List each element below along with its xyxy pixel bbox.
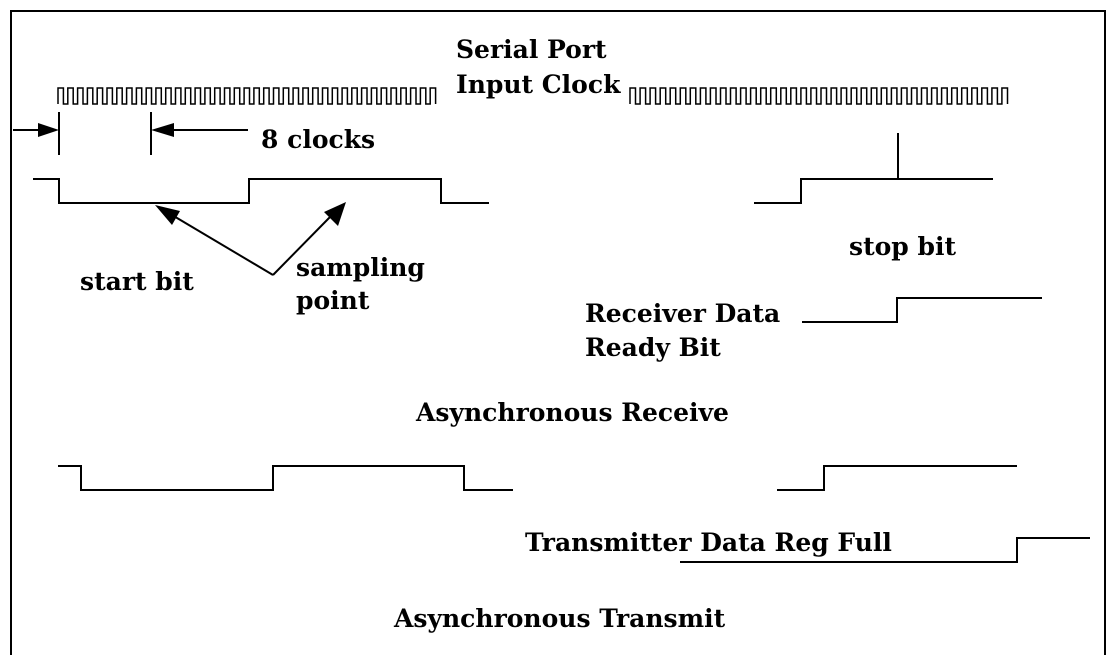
transmitter-full-label: Transmitter Data Reg Full [525,528,892,557]
eight-clocks-arrow-head [151,123,174,137]
transmit-title: Asynchronous Transmit [394,604,726,633]
clock-train-right [629,87,1009,105]
sampling-label-line1: sampling [296,253,425,282]
sampling-label-line2: point [296,286,370,315]
clock-train-right-pulses [629,87,1009,105]
receive-title: Asynchronous Receive [416,398,729,427]
clock-train-left-pulses [57,87,437,105]
sampling-arrow-left-head [155,205,180,225]
sampling-arrow-right-head [324,202,346,226]
receiver-ready-label-line2: Ready Bit [585,333,721,362]
receiver-ready-wave [802,297,1042,323]
receive-data-wave [33,178,489,204]
receiver-ready-label-line1: Receiver Data [585,299,781,328]
eight-clocks-label: 8 clocks [261,125,376,154]
transmit-data-wave [58,465,513,491]
clock-label-line2: Input Clock [456,70,621,99]
stop-bit-label: stop bit [849,232,957,261]
sampling-arrow-right-shaft [272,216,331,276]
clock-label-line1: Serial Port [456,35,607,64]
sampling-arrow-left-shaft [171,214,274,276]
start-bit-label: start bit [80,267,194,296]
transmitter-full-wave [680,537,1090,563]
left-arrow-head [38,123,59,137]
clock-train-left [57,87,437,105]
receive-stop-wave [754,178,993,204]
diagram-frame [10,10,1106,655]
transmit-stop-wave [777,465,1017,491]
